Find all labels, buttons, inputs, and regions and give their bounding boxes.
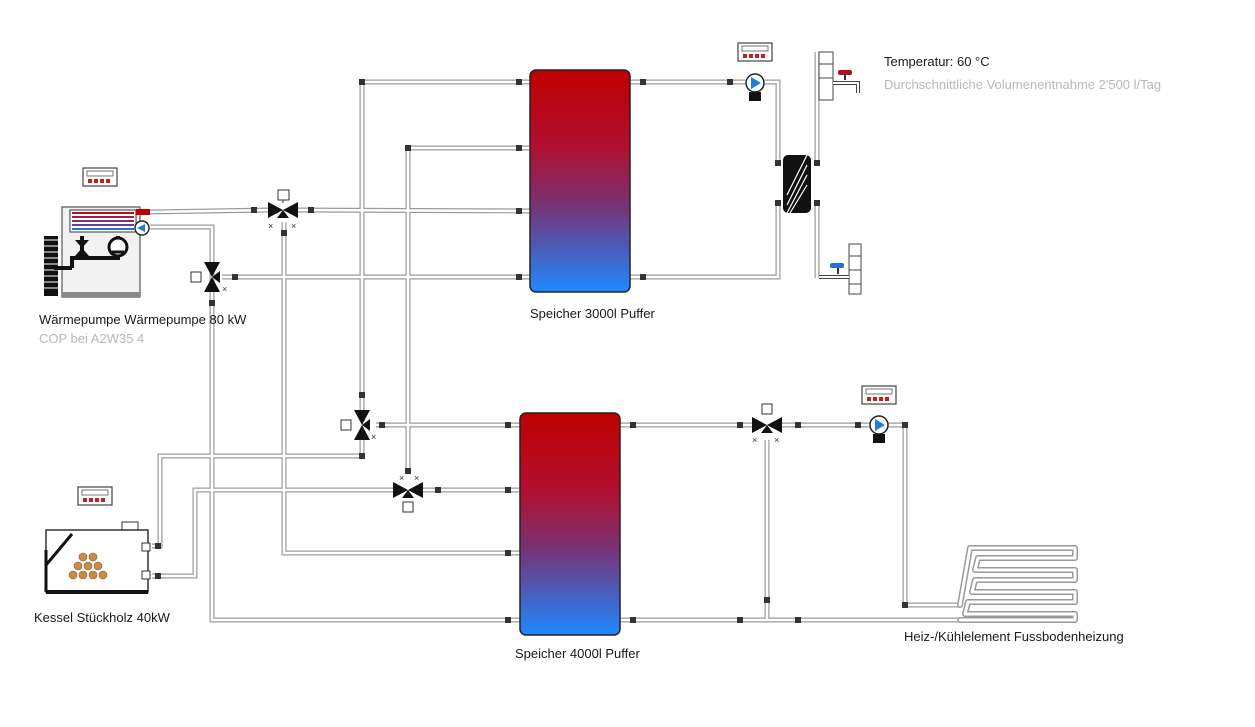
- floor-heating-label: Heiz-/Kühlelement Fussbodenheizung: [904, 629, 1124, 644]
- three-way-valve-icon: [268, 202, 298, 218]
- svg-text:×: ×: [414, 473, 419, 483]
- dhw-controller-icon: [737, 42, 773, 62]
- floor-heating-pump: [861, 385, 897, 444]
- valve-heat-pump-top: × ×: [268, 189, 298, 231]
- three-way-valve-icon: [354, 410, 370, 440]
- expansion-valve-icon: [75, 240, 89, 256]
- valve-heat-pump-return: ×: [190, 262, 227, 294]
- svg-text:×: ×: [371, 432, 376, 442]
- heat-pump-condenser-icon: [69, 209, 150, 233]
- dhw-temperature-label: Temperatur: 60 °C: [884, 54, 990, 69]
- storage-tank-4000l: [519, 412, 621, 636]
- cold-water-inlet-icon: [819, 243, 862, 295]
- tank-3000l-label: Speicher 3000l Puffer: [530, 306, 655, 321]
- valve-lower-left: ×: [340, 410, 376, 442]
- svg-text:×: ×: [774, 435, 779, 445]
- plate-heat-exchanger-icon: [783, 154, 811, 214]
- three-way-valve-icon: [204, 262, 220, 292]
- pipe-network: [149, 52, 960, 623]
- boiler-label: Kessel Stückholz 40kW: [34, 610, 170, 625]
- floor-heating-controller-icon: [861, 385, 897, 405]
- svg-text:×: ×: [752, 435, 757, 445]
- dhw-volume-label: Durchschnittliche Volumenentnahme 2'500 …: [884, 77, 1162, 92]
- wood-boiler: [44, 486, 151, 594]
- heat-pump-label: Wärmepumpe Wärmepumpe 80 kW: [39, 312, 247, 327]
- three-way-valve-icon: [393, 482, 423, 498]
- three-way-valve-icon: [752, 417, 782, 433]
- boiler-controller-icon: [77, 486, 113, 506]
- firewood-icon: [68, 552, 108, 580]
- floor-heating-coil-icon: [957, 545, 1078, 623]
- svg-text:×: ×: [291, 221, 296, 231]
- heat-pump-cop-label: COP bei A2W35 4: [39, 331, 145, 346]
- storage-tank-3000l: [529, 69, 631, 293]
- heat-pump: [44, 167, 150, 298]
- valve-lower-middle: × ×: [393, 473, 423, 513]
- circulation-pump-icon: [869, 415, 889, 444]
- hot-water-tap-icon: [818, 51, 860, 101]
- heat-pump-pump-icon: [134, 220, 150, 236]
- svg-text:×: ×: [268, 221, 273, 231]
- heat-pump-fan-icon: [44, 236, 58, 296]
- compressor-icon: [107, 236, 129, 258]
- tank-4000l-label: Speicher 4000l Puffer: [515, 646, 640, 661]
- circulation-pump-icon: [745, 73, 765, 102]
- heat-pump-controller-icon: [82, 167, 118, 187]
- dhw-pump: [737, 42, 773, 102]
- svg-text:×: ×: [399, 473, 404, 483]
- valve-floor-heating: × ×: [752, 403, 782, 445]
- svg-text:×: ×: [222, 284, 227, 294]
